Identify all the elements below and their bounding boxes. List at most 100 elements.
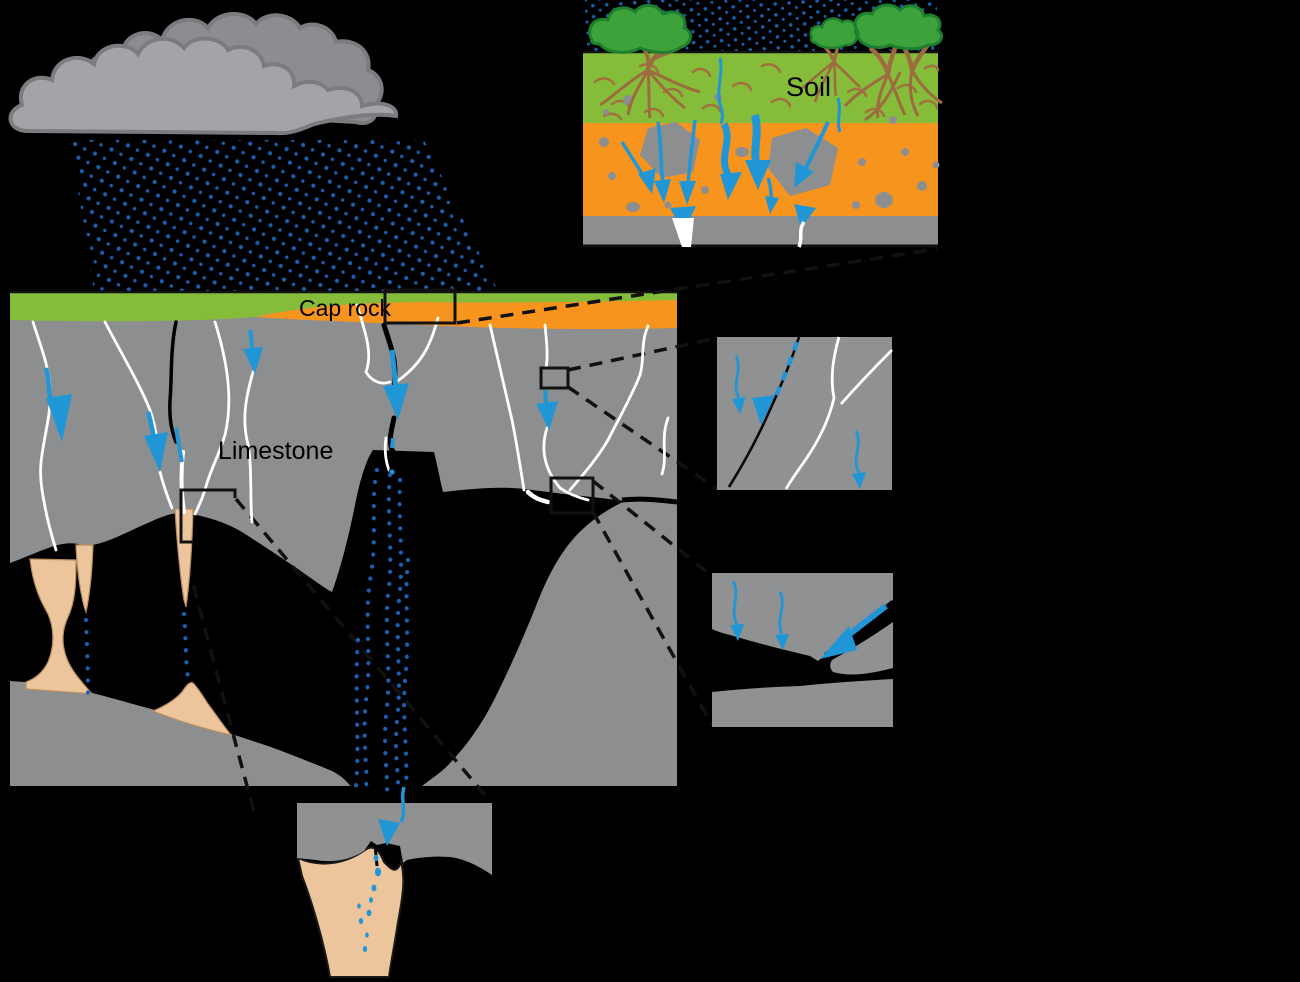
lower-wedge-rock [830, 622, 893, 675]
drip-trail [353, 637, 361, 789]
water-arrow [730, 624, 744, 641]
dash-box2-bottom [591, 511, 714, 726]
joint-crack [543, 323, 549, 370]
drip-trail [83, 617, 91, 705]
stalactite [75, 544, 94, 615]
drip-trail [382, 472, 393, 795]
water-squiggle [778, 591, 784, 635]
limestone-label: Limestone [218, 437, 333, 465]
stalagmite-mound [151, 681, 233, 736]
rain-main [70, 140, 498, 291]
joint-crack [193, 320, 231, 516]
dash-box2-top [591, 479, 714, 578]
tree-roots [843, 69, 943, 122]
inset1-panel [717, 337, 892, 490]
drip-trail [402, 557, 411, 791]
tree-canopy [809, 17, 859, 50]
water-arrow [536, 401, 558, 430]
tree-roots [799, 60, 861, 103]
tree [799, 17, 861, 103]
soil-inset: Soil [583, 3, 944, 248]
water-line [717, 57, 724, 125]
main-cross-section: Cap rock Limestone [10, 247, 938, 813]
inset-rock-right [377, 803, 492, 875]
caprock-callout-box [383, 288, 457, 325]
tree-trunk [868, 40, 932, 75]
water-squiggle [734, 355, 741, 399]
joint-crack [383, 436, 391, 472]
cloud-front [8, 36, 399, 136]
tree [588, 4, 701, 119]
drip-trail [393, 477, 404, 795]
rain-cloud [8, 11, 399, 136]
joint-crack [660, 416, 670, 476]
bottom-slab-rock [712, 679, 893, 727]
bedding-plane-crack [621, 496, 678, 505]
trees [588, 3, 944, 122]
bedding-callout-box [549, 476, 595, 515]
joint-crack [394, 316, 440, 384]
water-arrow [852, 472, 866, 489]
water-droplets [357, 854, 381, 952]
inset-rock-left [297, 803, 377, 862]
water-squiggle [731, 580, 739, 625]
joint-crack [243, 370, 255, 524]
water-arrow [144, 432, 168, 472]
joint-crack [31, 320, 58, 552]
water-arrow [46, 394, 72, 442]
callout-boxes [179, 288, 595, 544]
joint-crack [568, 324, 650, 492]
water-arrow [732, 397, 746, 414]
tree-canopy [853, 3, 944, 51]
water-band [751, 114, 761, 168]
tree [843, 3, 944, 122]
water-streak [390, 437, 395, 449]
joint-callout-box [539, 366, 570, 390]
infiltration-arrowheads [638, 160, 816, 232]
joint-crack [525, 489, 551, 505]
bedding-plane-inset [712, 573, 895, 727]
dash-caprock-to-soil-inset [456, 247, 938, 325]
water-streak [389, 349, 399, 389]
tree-canopy [588, 4, 692, 54]
joint-crack [542, 426, 590, 502]
joint-crack [839, 349, 893, 405]
water-streak [174, 427, 184, 463]
dash-box1-bottom [567, 385, 718, 491]
water-arrow [752, 395, 775, 425]
water-line [686, 119, 697, 184]
water-arrow [383, 383, 409, 420]
joint-detail-inset [717, 336, 893, 490]
flowstone-column [25, 558, 94, 695]
water-line [836, 97, 842, 133]
water-squiggle [399, 786, 406, 823]
open-crack [168, 320, 178, 444]
stalactite-callout-box [179, 488, 237, 544]
water-band [720, 122, 734, 181]
stones-orange [599, 122, 940, 212]
joint-crack [488, 323, 526, 492]
cave-sediment [296, 846, 405, 978]
joint-crack [158, 470, 174, 510]
joint-crack [355, 303, 392, 385]
soil-label: Soil [786, 72, 831, 102]
upper-rock [712, 573, 893, 661]
cap-rock-label: Cap rock [299, 295, 392, 321]
crack-funnel [672, 218, 694, 247]
water-arrow [820, 626, 857, 659]
water-arrow [378, 819, 400, 846]
soil-inset-gray [583, 216, 938, 247]
percolating-water [43, 329, 558, 475]
water-line [656, 121, 665, 184]
water-dashed-flow [771, 341, 800, 401]
stalactite-drip-inset [296, 786, 492, 978]
cave-void [10, 450, 625, 788]
water-arrow [775, 634, 789, 650]
drip-trail [362, 467, 380, 791]
speleothems [25, 508, 233, 736]
dash-boxB-left [180, 542, 256, 813]
water-arrow [243, 347, 263, 374]
water-line [804, 121, 830, 169]
